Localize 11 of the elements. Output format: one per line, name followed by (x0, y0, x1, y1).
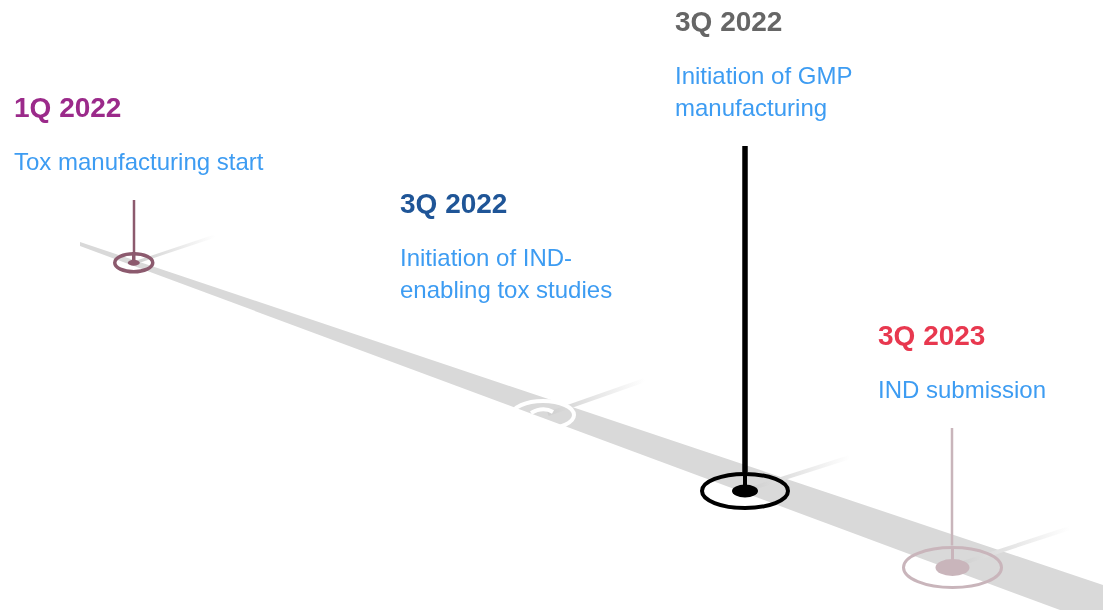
milestone-description: Initiation of GMP manufacturing (675, 61, 853, 123)
milestone-description: Tox manufacturing start (14, 147, 265, 177)
pin-line (742, 146, 748, 472)
pin-line (132, 200, 136, 253)
milestone-description: Initiation of IND-enabling tox studies (400, 243, 614, 305)
milestone-date: 3Q 2022 (400, 188, 509, 220)
milestone-date: 3Q 2023 (878, 320, 987, 352)
milestone-description: IND submission (878, 375, 1048, 405)
milestone-date: 3Q 2022 (675, 6, 784, 38)
pin-line (950, 428, 954, 546)
milestone-date: 1Q 2022 (14, 92, 123, 124)
